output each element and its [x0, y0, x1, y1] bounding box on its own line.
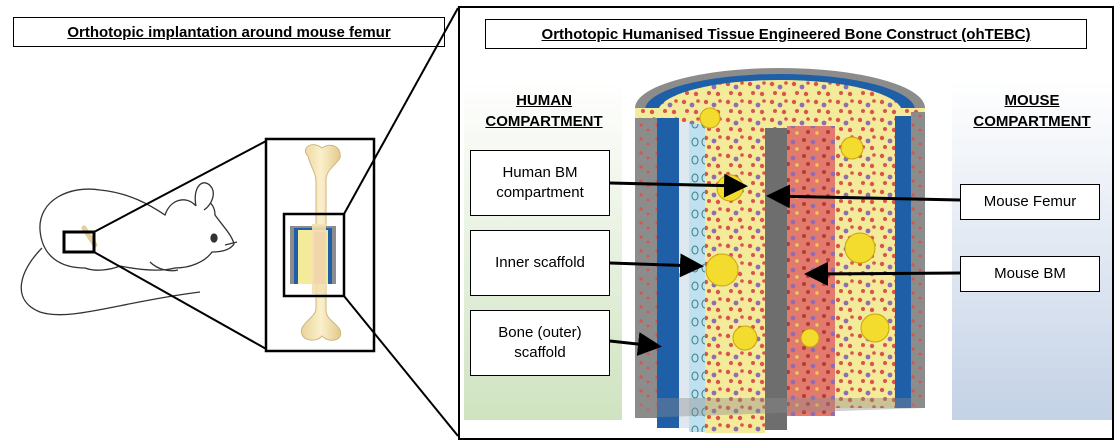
label-mouse-femur: Mouse Femur — [960, 184, 1100, 220]
label-bone-scaffold: Bone (outer)scaffold — [470, 310, 610, 376]
label-bone-scaffold-line2: scaffold — [498, 343, 581, 363]
mouse-compartment-heading: MOUSE COMPARTMENT — [962, 90, 1102, 132]
mini-construct-icon — [290, 224, 336, 294]
mouse-icon — [21, 183, 237, 315]
human-compartment-line1: HUMAN — [474, 90, 614, 111]
label-human-bm-line1: Human BM — [496, 163, 584, 183]
label-inner-scaffold-line1: Inner scaffold — [495, 253, 585, 273]
label-mouse-bm-text: Mouse BM — [994, 264, 1066, 284]
construct-cylinder — [635, 68, 925, 433]
label-human-bm-line2: compartment — [496, 183, 584, 203]
human-compartment-line2: COMPARTMENT — [474, 111, 614, 132]
label-bone-scaffold-line1: Bone (outer) — [498, 323, 581, 343]
label-mouse-bm: Mouse BM — [960, 256, 1100, 292]
human-compartment-heading: HUMAN COMPARTMENT — [474, 90, 614, 132]
construct-panel: Orthotopic Humanised Tissue Engineered B… — [458, 6, 1114, 440]
mouse-compartment-line1: MOUSE — [962, 90, 1102, 111]
mouse-compartment-line2: COMPARTMENT — [962, 111, 1102, 132]
label-inner-scaffold: Inner scaffold — [470, 230, 610, 296]
label-mouse-femur-text: Mouse Femur — [984, 192, 1077, 212]
